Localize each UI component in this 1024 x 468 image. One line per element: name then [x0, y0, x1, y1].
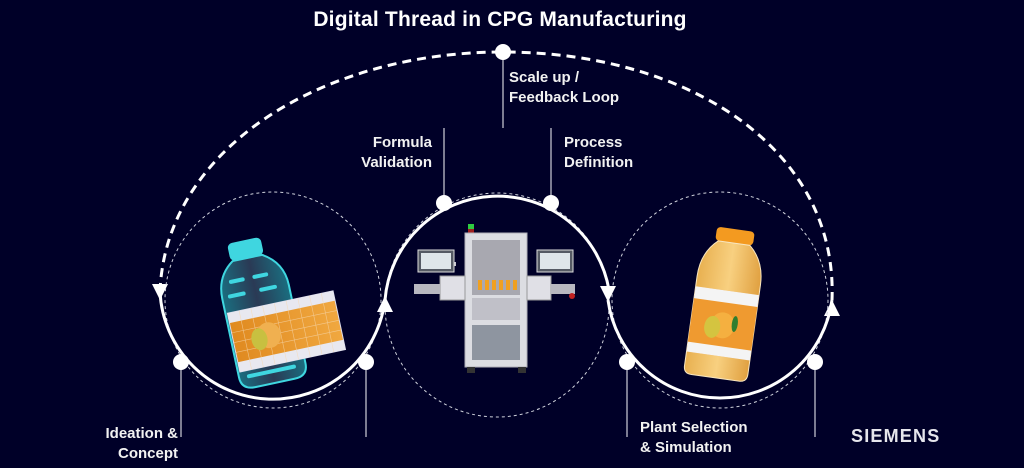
- left-solid-arc: [158, 291, 387, 401]
- node-scale-up: [495, 44, 511, 60]
- label-process-line1: Process: [564, 134, 623, 151]
- node-formula: [436, 195, 452, 211]
- label-ideation-line1: Ideation &: [105, 425, 178, 442]
- right-dotted-ring: [611, 191, 829, 409]
- right-solid-arc: [606, 299, 834, 400]
- label-process-line2: Definition: [564, 154, 634, 171]
- feedback-loop-arc: [158, 50, 834, 301]
- label-formula-line1: Formula: [372, 134, 432, 151]
- arrow-down-icon: [600, 286, 616, 302]
- left-dotted-ring: [164, 191, 382, 409]
- label-formula-validation: Formula Validation: [340, 133, 432, 173]
- filling-machine-icon: [414, 224, 575, 373]
- page-title: Digital Thread in CPG Manufacturing: [313, 8, 687, 31]
- label-scale-up-line2: Feedback Loop: [509, 89, 620, 106]
- node-process: [543, 195, 559, 211]
- label-formula-line2: Validation: [361, 154, 432, 171]
- label-scale-up-line1: Scale up /: [509, 69, 580, 86]
- node-left-right: [358, 354, 374, 370]
- label-plant-selection: Plant Selection & Simulation: [640, 418, 748, 458]
- label-ideation-concept: Ideation & Concept: [80, 424, 178, 464]
- node-right-right: [807, 354, 823, 370]
- digital-twin-bottle-icon: [220, 237, 347, 389]
- arrow-up-icon: [377, 296, 393, 312]
- label-scale-up: Scale up / Feedback Loop: [509, 68, 619, 108]
- label-plant-line1: Plant Selection: [640, 419, 748, 436]
- label-process-definition: Process Definition: [564, 133, 633, 173]
- siemens-logo: SIEMENS: [851, 426, 941, 446]
- label-plant-line2: & Simulation: [640, 439, 732, 456]
- node-plant: [619, 354, 635, 370]
- node-ideation: [173, 354, 189, 370]
- center-solid-arc: [383, 194, 611, 301]
- label-ideation-line2: Concept: [118, 445, 178, 462]
- juice-bottle-icon: [683, 227, 762, 382]
